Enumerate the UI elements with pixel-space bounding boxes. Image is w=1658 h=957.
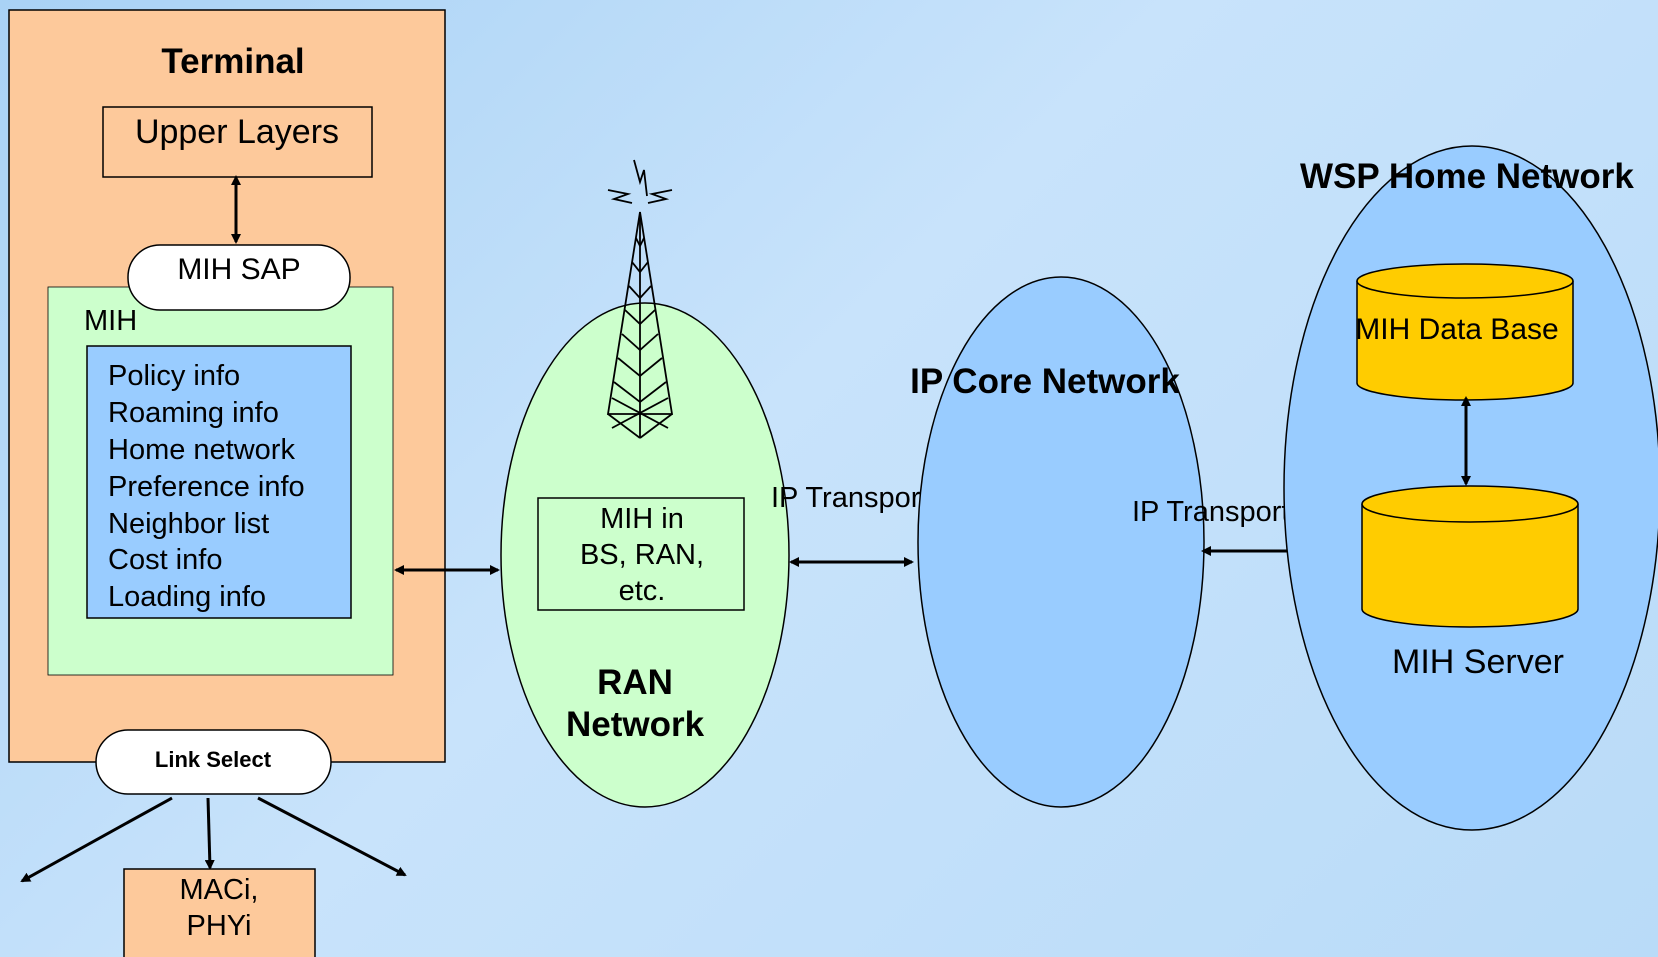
info-box bbox=[86, 345, 352, 619]
ip-core-title: IP Core Network bbox=[910, 362, 1180, 401]
server-cylinder-icon bbox=[1361, 485, 1579, 628]
mac-phy-line1: MACi, bbox=[180, 874, 259, 906]
info-item: Neighbor list bbox=[108, 508, 269, 540]
wsp-group: WSP Home Network MIH Data Base MIH Serve… bbox=[1283, 145, 1658, 831]
link-arrow-left bbox=[20, 796, 173, 883]
link-arrow-down bbox=[204, 797, 215, 870]
ip-transport-left-label: IP Transport bbox=[771, 482, 928, 514]
radio-tower-icon bbox=[606, 159, 674, 439]
link-select-pill bbox=[95, 729, 332, 795]
server-label: MIH Server bbox=[1392, 643, 1564, 681]
link-select-label: Link Select bbox=[155, 747, 272, 772]
info-item: Preference info bbox=[108, 471, 305, 503]
wsp-title: WSP Home Network bbox=[1300, 157, 1634, 196]
mih-sap-pill bbox=[127, 244, 351, 311]
info-item: Home network bbox=[108, 434, 295, 466]
mih-label: MIH bbox=[84, 305, 137, 337]
info-item: Cost info bbox=[108, 544, 222, 576]
mac-phy-line2: PHYi bbox=[187, 910, 252, 942]
ran-mih-line3: etc. bbox=[619, 575, 666, 607]
ran-mih-box bbox=[537, 497, 745, 611]
terminal-group: Terminal Upper Layers MIH MIH SAP Policy… bbox=[8, 9, 446, 957]
database-cylinder-icon bbox=[1356, 263, 1574, 401]
ran-network-group: MIH in BS, RAN, etc. RAN Network bbox=[500, 159, 790, 808]
ran-mih-line1: MIH in bbox=[600, 503, 684, 535]
database-label: MIH Data Base bbox=[1355, 313, 1558, 346]
ran-title-line2: Network bbox=[566, 705, 705, 744]
info-item: Policy info bbox=[108, 360, 240, 392]
ran-mih-line2: BS, RAN, bbox=[580, 539, 704, 571]
mih-sap-label: MIH SAP bbox=[177, 253, 300, 286]
ip-core-ellipse bbox=[917, 276, 1205, 808]
link-arrow-right bbox=[257, 796, 407, 877]
ran-title-line1: RAN bbox=[597, 663, 673, 702]
ip-transport-right-label: IP Transport bbox=[1132, 496, 1289, 528]
info-item: Loading info bbox=[108, 581, 266, 613]
terminal-title: Terminal bbox=[161, 42, 304, 81]
ip-core-group: IP Core Network bbox=[910, 276, 1205, 808]
info-item: Roaming info bbox=[108, 397, 279, 429]
upper-layers-label: Upper Layers bbox=[135, 113, 339, 151]
mac-phy-box bbox=[123, 868, 316, 957]
upper-layers-box bbox=[102, 106, 373, 178]
info-list: Policy info Roaming info Home network Pr… bbox=[108, 360, 305, 613]
